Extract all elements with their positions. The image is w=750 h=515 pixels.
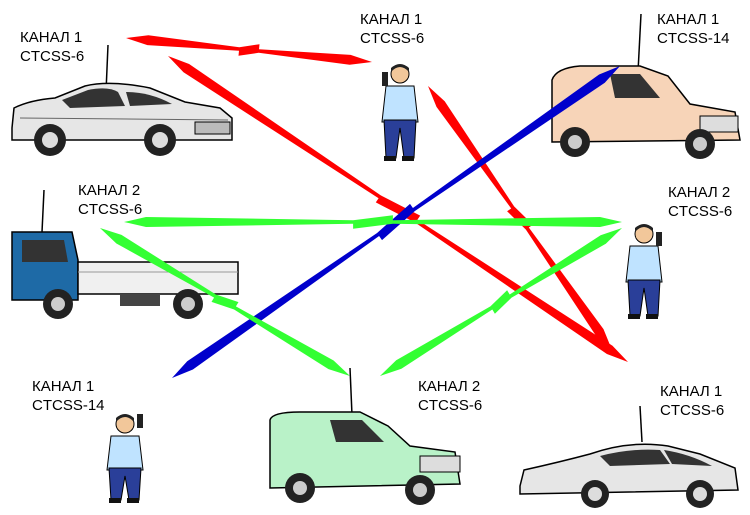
link-truck-to-man-middle-right — [124, 215, 622, 229]
channel-text: КАНАЛ 2 — [668, 184, 731, 201]
link-truck-to-van-bottom-center — [100, 228, 350, 376]
label-truck-middle-left: КАНАЛ 2 CTCSS-6 — [78, 181, 142, 219]
label-man-top-center: КАНАЛ 1 CTCSS-6 — [360, 10, 424, 48]
link-man-middle-right-to-van-bottom-center — [380, 228, 622, 376]
tone-text: CTCSS-14 — [657, 30, 730, 47]
car-icon — [11, 44, 233, 156]
channel-text: КАНАЛ 1 — [360, 11, 423, 28]
label-car-top-left: КАНАЛ 1 CTCSS-6 — [20, 28, 84, 66]
label-car-bottom-right: КАНАЛ 1 CTCSS-6 — [660, 382, 724, 420]
radio-links — [100, 35, 628, 378]
link-man-top-center-to-car-bottom-right — [428, 86, 612, 350]
tone-text: CTCSS-6 — [418, 397, 483, 414]
person-with-radio-icon — [381, 64, 419, 161]
label-van-bottom-center: КАНАЛ 2 CTCSS-6 — [418, 377, 482, 415]
label-man-middle-right: КАНАЛ 2 CTCSS-6 — [668, 183, 732, 221]
channel-text: КАНАЛ 1 — [657, 11, 720, 28]
van-icon — [269, 367, 461, 505]
link-car-top-left-to-man-top-center — [126, 35, 372, 65]
tone-text: CTCSS-6 — [668, 203, 733, 220]
channel-text: КАНАЛ 2 — [78, 182, 141, 199]
label-van-top-right: КАНАЛ 1 CTCSS-14 — [657, 10, 730, 48]
channel-text: КАНАЛ 2 — [418, 378, 481, 395]
person-with-radio-icon — [625, 224, 663, 319]
tone-text: CTCSS-6 — [360, 30, 425, 47]
channel-text: КАНАЛ 1 — [660, 383, 723, 400]
van-icon — [551, 13, 741, 159]
channel-text: КАНАЛ 1 — [32, 378, 95, 395]
truck-icon — [11, 189, 239, 319]
car-icon — [519, 405, 739, 508]
tone-text: CTCSS-6 — [78, 201, 143, 218]
tone-text: CTCSS-6 — [660, 402, 725, 419]
tone-text: CTCSS-14 — [32, 397, 105, 414]
tone-text: CTCSS-6 — [20, 48, 85, 65]
link-car-top-left-to-car-bottom-right — [168, 56, 628, 362]
person-with-radio-icon — [106, 414, 144, 503]
channel-text: КАНАЛ 1 — [20, 29, 83, 46]
label-man-bottom-left: КАНАЛ 1 CTCSS-14 — [32, 377, 105, 415]
